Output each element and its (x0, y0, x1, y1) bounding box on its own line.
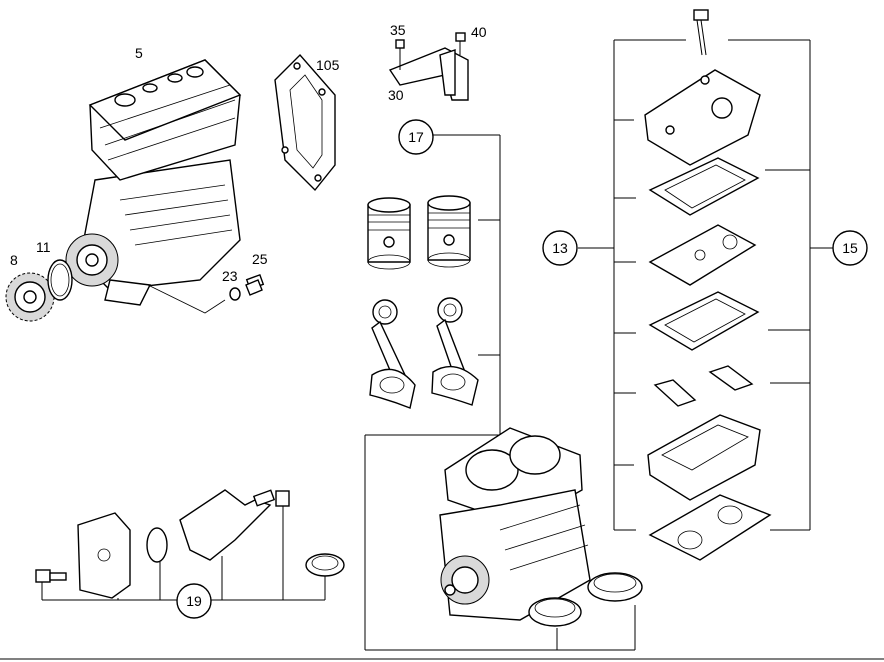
callout-label-40: 40 (471, 24, 487, 40)
callout-circle-17 (398, 119, 434, 155)
callout-label-11: 11 (36, 239, 51, 255)
callout-circle-19 (176, 583, 212, 619)
callout-label-105: 105 (316, 57, 340, 73)
callout-label-8: 8 (10, 252, 18, 268)
connecting-rods-group (369, 297, 479, 409)
callout-label-19: 19 (186, 593, 202, 609)
callout-label-17: 17 (408, 129, 424, 145)
head-kit-group (644, 9, 772, 561)
callout-label-25: 25 (252, 251, 268, 267)
gasket-105-part (274, 53, 336, 192)
callout-label-5: 5 (135, 45, 143, 61)
callout-circle-15 (832, 230, 868, 266)
compressor-assembly (65, 59, 242, 306)
crankshaft-group (35, 489, 345, 599)
callout-label-23: 23 (222, 268, 238, 284)
callout-circle-13 (542, 230, 578, 266)
callout-label-30: 30 (388, 87, 404, 103)
callout-label-13: 13 (552, 240, 568, 256)
pistons-group (367, 195, 471, 270)
washer-bolt-parts (147, 274, 265, 314)
callout-label-15: 15 (842, 240, 858, 256)
callout-label-35: 35 (390, 22, 406, 38)
o-ring-part (47, 259, 73, 301)
gear-part (5, 272, 55, 322)
bracket-30-part (388, 32, 469, 101)
seal-rings-group (528, 572, 643, 627)
crankcase-part (439, 427, 591, 621)
leader-lines (41, 39, 833, 651)
